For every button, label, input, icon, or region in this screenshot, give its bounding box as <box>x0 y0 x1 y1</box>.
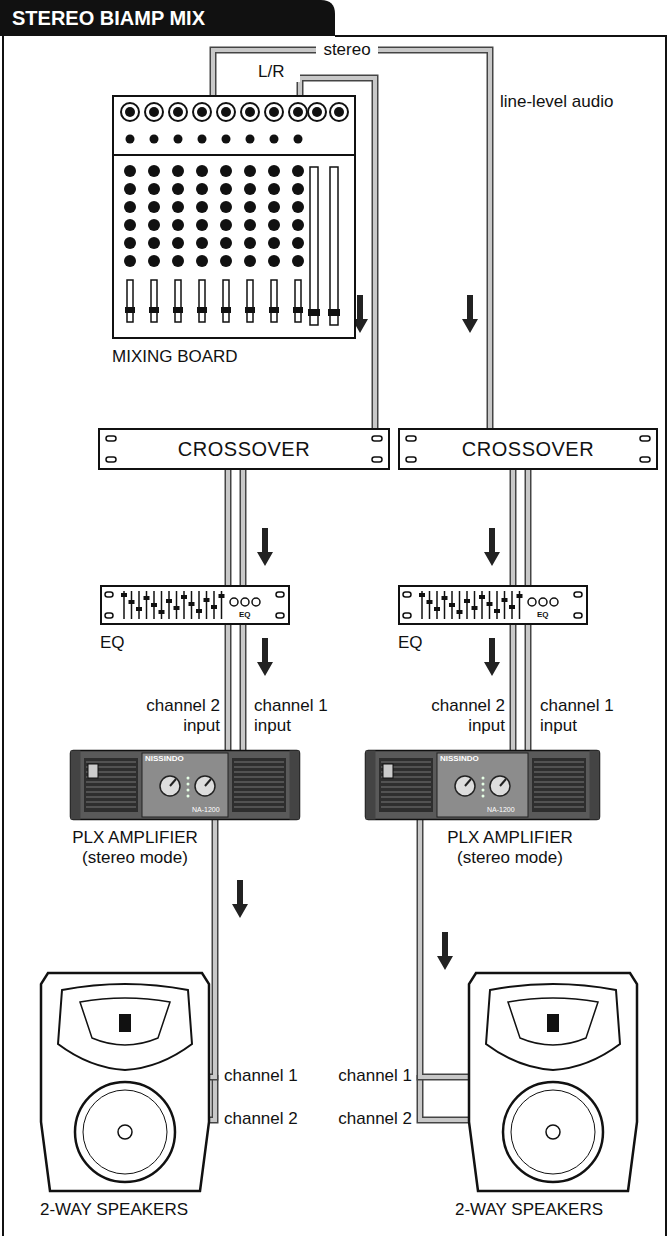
flow-arrow <box>437 932 453 970</box>
mixing-board: MIXING BOARD <box>112 95 356 339</box>
equalizer: EQ <box>100 585 290 625</box>
cable-core <box>210 820 215 1077</box>
flow-arrow <box>232 880 248 918</box>
signal-cable <box>228 470 229 585</box>
cable-outline <box>510 470 517 585</box>
cable-core <box>511 470 515 585</box>
flow-arrow <box>484 528 500 566</box>
flow-arrow <box>462 295 478 333</box>
cable-outline <box>525 625 532 750</box>
panel-marking: NISSINDO <box>440 754 479 763</box>
signal-cable <box>210 820 215 1077</box>
node-label: CROSSOVER <box>462 438 594 461</box>
equalizer-drawing <box>398 585 588 625</box>
cable-core <box>226 470 230 585</box>
node-label: CROSSOVER <box>178 438 310 461</box>
cable-outline <box>225 470 232 585</box>
speaker-cabinet: 2-WAY SPEAKERS <box>40 972 210 1192</box>
mixing-board-drawing <box>112 95 356 339</box>
cable-label: stereo <box>316 40 378 60</box>
title-tab <box>0 0 335 36</box>
speaker-wire <box>420 1075 468 1120</box>
node-label: PLX AMPLIFIER (stereo mode) <box>55 828 215 867</box>
cable-outline <box>510 625 517 750</box>
cable-label: channel 1 input <box>252 696 348 735</box>
signal-cable <box>228 625 229 750</box>
cable-label: channel 2 input <box>126 696 222 735</box>
cable-label: channel 1 input <box>538 696 642 735</box>
signal-cable <box>513 470 514 585</box>
cable-outline <box>210 820 215 1077</box>
power-amplifier-drawing <box>365 750 600 820</box>
speaker-wire <box>210 1075 215 1120</box>
signal-cable <box>528 470 529 585</box>
speaker-wire <box>420 1075 468 1120</box>
power-amplifier: PLX AMPLIFIER (stereo mode) <box>70 750 300 820</box>
flow-arrow <box>257 638 273 676</box>
panel-marking: NA-1200 <box>192 806 220 814</box>
crossover-unit: CROSSOVER <box>98 428 390 470</box>
flow-arrow <box>257 528 273 566</box>
node-label: 2-WAY SPEAKERS <box>40 1200 188 1220</box>
panel-marking: NISSINDO <box>145 754 184 763</box>
equalizer: EQ <box>398 585 588 625</box>
signal-label: channel 2 <box>224 1109 298 1129</box>
node-label: 2-WAY SPEAKERS <box>455 1200 603 1220</box>
cable-core <box>241 470 245 585</box>
speaker-wire <box>210 1075 215 1120</box>
cable-core <box>241 625 245 750</box>
panel-marking: EQ <box>537 610 549 619</box>
cable-core <box>526 625 530 750</box>
power-amplifier-drawing <box>70 750 300 820</box>
speaker-cabinet-drawing <box>468 972 638 1192</box>
panel-marking: EQ <box>239 610 251 619</box>
node-label: PLX AMPLIFIER (stereo mode) <box>425 828 595 867</box>
signal-cable <box>528 625 529 750</box>
crossover-unit: CROSSOVER <box>398 428 658 470</box>
cable-core <box>226 625 230 750</box>
speaker-cabinet: 2-WAY SPEAKERS <box>468 972 638 1192</box>
signal-label: line-level audio <box>500 92 613 112</box>
cable-outline <box>225 625 232 750</box>
cable-label: L/R <box>256 62 300 82</box>
cable-outline <box>240 470 247 585</box>
node-label: MIXING BOARD <box>112 347 238 367</box>
diagram-title: STEREO BIAMP MIX <box>12 7 205 30</box>
panel-marking: NA-1200 <box>487 806 515 814</box>
flow-arrows <box>232 295 500 970</box>
cable-core <box>526 470 530 585</box>
speaker-cabinet-drawing <box>40 972 210 1192</box>
cable-outline <box>525 470 532 585</box>
power-amplifier: PLX AMPLIFIER (stereo mode) <box>365 750 600 820</box>
cable-label: channel 2 input <box>411 696 507 735</box>
equalizer-drawing <box>100 585 290 625</box>
signal-cable <box>243 625 244 750</box>
signal-label: channel 1 <box>224 1066 298 1086</box>
signal-label: channel 1 <box>322 1066 412 1086</box>
signal-cable <box>513 625 514 750</box>
signal-cable <box>243 470 244 585</box>
frame-border <box>3 36 666 1236</box>
flow-arrow <box>484 638 500 676</box>
cable-outline <box>240 625 247 750</box>
node-label: EQ <box>100 633 125 653</box>
cable-core <box>511 625 515 750</box>
signal-label: channel 2 <box>322 1109 412 1129</box>
node-label: EQ <box>398 633 423 653</box>
